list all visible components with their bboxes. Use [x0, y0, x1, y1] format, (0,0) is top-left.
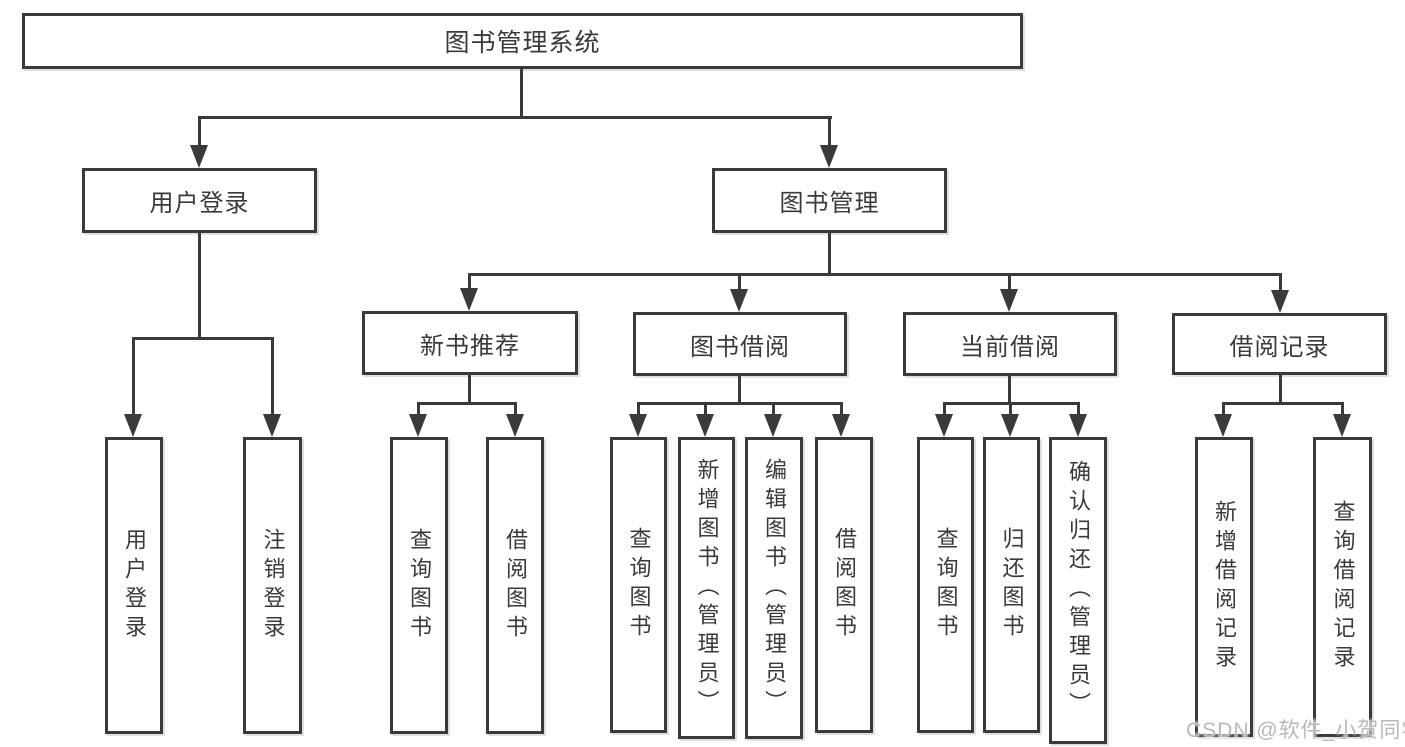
- node-new-book-recommend: 新书推荐: [362, 311, 578, 375]
- node-label: 借阅图书: [832, 527, 857, 643]
- node-label: 当前借阅: [960, 333, 1060, 361]
- arrow-down-icon: [1214, 414, 1232, 437]
- node-label: 新增图书（管理员）: [694, 457, 720, 719]
- node-label: 图书借阅: [690, 333, 790, 361]
- connector-bb-2: [704, 402, 707, 417]
- node-label: 用户登录: [122, 527, 147, 644]
- leaf-bb-query-books: 查询图书: [610, 437, 667, 733]
- connector-root-crossbar: [198, 116, 832, 119]
- connector-cb-3: [1077, 402, 1080, 417]
- leaf-cb-confirm-return-admin: 确认归还（管理员）: [1049, 437, 1107, 744]
- node-label: 注销登录: [260, 527, 286, 644]
- arrow-down-icon: [730, 289, 748, 312]
- connector-cb-stem: [1008, 376, 1011, 405]
- connector-cb-2: [1009, 402, 1012, 417]
- connector-to-current-borrowing: [1008, 273, 1011, 291]
- leaf-bb-edit-books-admin: 编辑图书（管理员）: [745, 437, 803, 739]
- node-label: 归还图书: [999, 527, 1025, 643]
- connector-to-leaf-logout: [271, 337, 274, 417]
- connector-bb-stem: [738, 376, 741, 405]
- leaf-nbr-borrow-books: 借阅图书: [486, 437, 544, 734]
- leaf-logout-login: 注销登录: [243, 437, 302, 734]
- node-book-management: 图书管理: [712, 168, 947, 233]
- arrow-down-icon: [832, 414, 850, 437]
- node-label: 查询图书: [407, 527, 432, 644]
- connector-root-stem: [520, 68, 523, 119]
- node-label: 新增借阅记录: [1212, 500, 1237, 674]
- node-label: 图书管理系统: [444, 29, 601, 57]
- node-label: 新书推荐: [420, 332, 520, 360]
- connector-nbr-stem: [468, 375, 471, 405]
- node-label: 查询借阅记录: [1330, 500, 1356, 674]
- leaf-user-login: 用户登录: [105, 437, 163, 734]
- leaf-br-query-record: 查询借阅记录: [1313, 437, 1372, 737]
- arrow-down-icon: [629, 414, 647, 437]
- connector-cb-1: [943, 402, 946, 417]
- node-label: 编辑图书（管理员）: [762, 457, 787, 719]
- arrow-down-icon: [1069, 414, 1087, 437]
- node-label: 借阅图书: [503, 527, 528, 644]
- connector-nbr-left: [417, 402, 420, 417]
- connector-user-login-crossbar: [132, 337, 274, 340]
- arrow-down-icon: [263, 414, 281, 437]
- leaf-cb-query-books: 查询图书: [917, 437, 974, 733]
- connector-br-crossbar: [1222, 402, 1344, 405]
- node-label: 查询图书: [626, 527, 652, 643]
- connector-to-user-login: [198, 116, 201, 148]
- connector-bb-crossbar: [637, 402, 843, 405]
- connector-bb-1: [637, 402, 640, 417]
- connector-to-borrowing-records: [1279, 273, 1282, 291]
- arrow-down-icon: [1001, 414, 1019, 437]
- leaf-br-add-record: 新增借阅记录: [1195, 437, 1253, 737]
- connector-bb-3: [772, 402, 775, 417]
- arrow-down-icon: [1333, 414, 1351, 437]
- arrow-down-icon: [1000, 289, 1018, 312]
- connector-to-book-management: [828, 116, 831, 148]
- leaf-bb-add-books-admin: 新增图书（管理员）: [678, 437, 735, 739]
- arrow-down-icon: [696, 414, 714, 437]
- arrow-down-icon: [409, 414, 427, 437]
- node-label: 查询图书: [933, 527, 959, 643]
- node-book-management-system: 图书管理系统: [22, 13, 1023, 69]
- arrow-down-icon: [506, 414, 524, 437]
- arrow-down-icon: [124, 414, 142, 437]
- node-borrowing-records: 借阅记录: [1172, 313, 1387, 375]
- node-book-borrowing: 图书借阅: [633, 312, 847, 376]
- node-label: 借阅记录: [1229, 333, 1330, 361]
- arrow-down-icon: [764, 414, 782, 437]
- connector-book-mgmt-stem: [828, 233, 831, 276]
- arrow-down-icon: [935, 414, 953, 437]
- connector-nbr-right: [514, 402, 517, 417]
- node-label: 图书管理: [779, 190, 880, 217]
- arrow-down-icon: [190, 145, 208, 168]
- connector-br-2: [1341, 402, 1344, 417]
- watermark: CSDN @软件_小贺同学: [1186, 719, 1405, 742]
- leaf-nbr-query-books: 查询图书: [390, 437, 448, 734]
- node-user-login-group: 用户登录: [82, 168, 317, 233]
- connector-book-mgmt-crossbar: [468, 273, 1282, 276]
- connector-nbr-crossbar: [417, 402, 517, 405]
- arrow-down-icon: [820, 145, 838, 168]
- connector-to-leaf-user-login: [132, 337, 135, 417]
- node-label: 用户登录: [149, 190, 250, 217]
- connector-bb-4: [840, 402, 843, 417]
- connector-to-new-book: [468, 273, 471, 291]
- node-current-borrowing: 当前借阅: [903, 312, 1117, 376]
- node-label: 确认归还（管理员）: [1066, 460, 1091, 721]
- arrow-down-icon: [460, 288, 478, 311]
- leaf-cb-return-books: 归还图书: [983, 437, 1040, 733]
- arrow-down-icon: [1271, 290, 1289, 313]
- connector-to-book-borrowing: [738, 273, 741, 291]
- leaf-bb-borrow-books: 借阅图书: [815, 437, 873, 733]
- connector-user-login-stem: [198, 233, 201, 340]
- connector-br-stem: [1279, 375, 1282, 405]
- connector-br-1: [1222, 402, 1225, 417]
